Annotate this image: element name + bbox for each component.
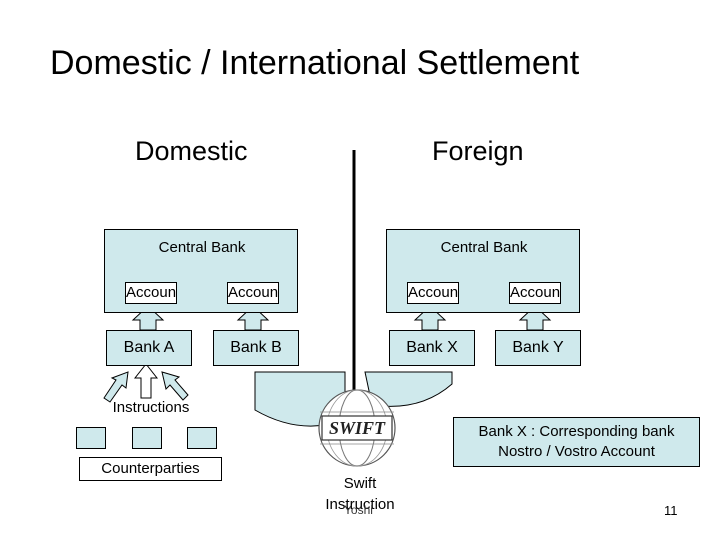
page-number: 11: [664, 503, 678, 518]
bank-a-box: Bank A: [106, 330, 192, 366]
slide-title: Domestic / International Settlement: [50, 44, 580, 82]
domestic-central-bank-label: Central Bank: [158, 239, 246, 256]
instructions-label: Instructions: [112, 399, 190, 416]
swift-logo-icon: SWIFT: [318, 389, 396, 467]
footer-author: Yoshi: [344, 503, 373, 517]
note-line-1: Bank X : Corresponding bank: [478, 423, 675, 440]
bank-x-box: Bank X: [389, 330, 475, 366]
bank-a-up-arrow: [131, 305, 165, 331]
bank-y-up-arrow: [518, 305, 552, 331]
domestic-account-left: Account: [125, 282, 177, 304]
note-line-2: Nostro / Vostro Account: [498, 443, 655, 460]
counterparty-box-2: [132, 427, 162, 449]
instruction-arrow-center: [133, 363, 159, 399]
bank-b-box: Bank B: [213, 330, 299, 366]
instruction-arrow-right: [161, 371, 189, 401]
svg-text:SWIFT: SWIFT: [329, 418, 386, 438]
counterparty-box-1: [76, 427, 106, 449]
instruction-arrow-left: [103, 371, 129, 403]
domestic-heading: Domestic: [135, 136, 248, 166]
swift-caption: Swift Instruction: [325, 475, 395, 513]
counterparty-box-3: [187, 427, 217, 449]
bank-b-up-arrow: [236, 305, 270, 331]
bank-x-up-arrow: [413, 305, 447, 331]
foreign-central-bank-label: Central Bank: [440, 239, 528, 256]
domestic-account-right: Account: [227, 282, 279, 304]
bank-y-box: Bank Y: [495, 330, 581, 366]
counterparties-box: Counterparties: [79, 457, 222, 481]
foreign-account-right: Account: [509, 282, 561, 304]
foreign-account-left: Account: [407, 282, 459, 304]
nostro-note-box: Bank X : Corresponding bank Nostro / Vos…: [453, 417, 700, 467]
foreign-heading: Foreign: [432, 136, 524, 166]
